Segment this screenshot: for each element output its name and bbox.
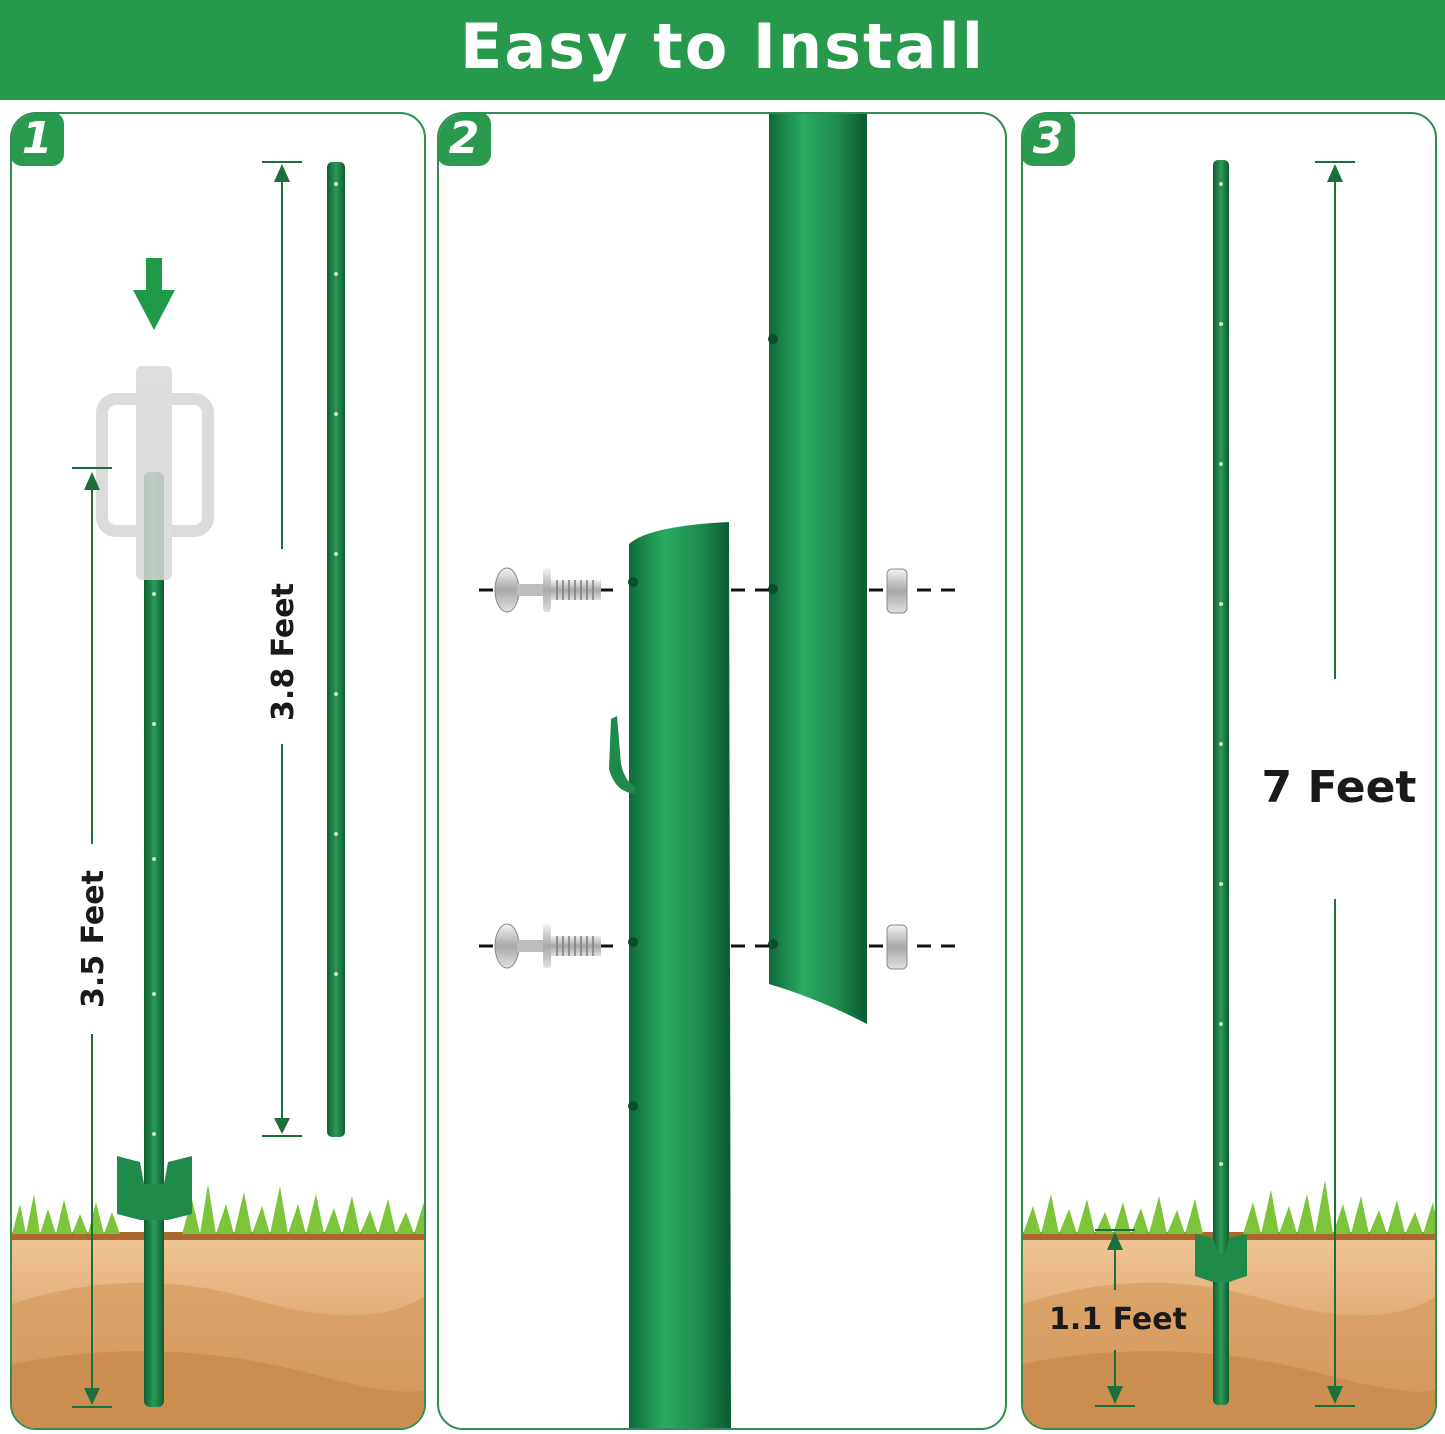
bolt-icon <box>494 923 601 969</box>
bolt-icon <box>494 567 601 613</box>
step-3-panel: 3 7 Feet 1.1 Feet <box>1021 112 1437 1430</box>
measurement-label-buried: 1.1 Feet <box>1049 1302 1187 1337</box>
anchor-plate <box>1195 1234 1247 1282</box>
upper-post <box>769 114 867 1024</box>
long-post <box>327 162 345 1137</box>
step-2-panel: 2 <box>437 112 1007 1430</box>
nut-icon <box>886 568 908 614</box>
anchor-plate <box>117 1156 192 1220</box>
nut-icon <box>886 924 908 970</box>
grass <box>1023 1180 1435 1234</box>
step-1-illustration <box>12 161 424 1428</box>
step-1-badge: 1 <box>12 114 64 166</box>
measurement-label-total: 7 Feet <box>1261 762 1417 813</box>
step-1-panel: 1 3.8 Feet 3.5 Feet <box>10 112 426 1430</box>
installed-post <box>144 472 164 1407</box>
installed-post <box>1213 160 1229 1405</box>
step-2-illustration <box>479 114 959 1428</box>
measurement-label-short: 3.5 Feet <box>76 870 111 1008</box>
step-3-badge: 3 <box>1023 114 1075 166</box>
grass <box>12 1184 424 1234</box>
wire-hook <box>609 716 635 794</box>
step-3-illustration <box>1023 160 1435 1428</box>
step-2-badge: 2 <box>439 114 491 166</box>
lower-post <box>629 522 731 1428</box>
down-arrow-icon <box>133 258 175 330</box>
measurement-label-long: 3.8 Feet <box>266 583 301 721</box>
header-banner: Easy to Install <box>0 0 1445 100</box>
post-driver-icon <box>96 366 214 580</box>
header-title: Easy to Install <box>459 10 985 83</box>
